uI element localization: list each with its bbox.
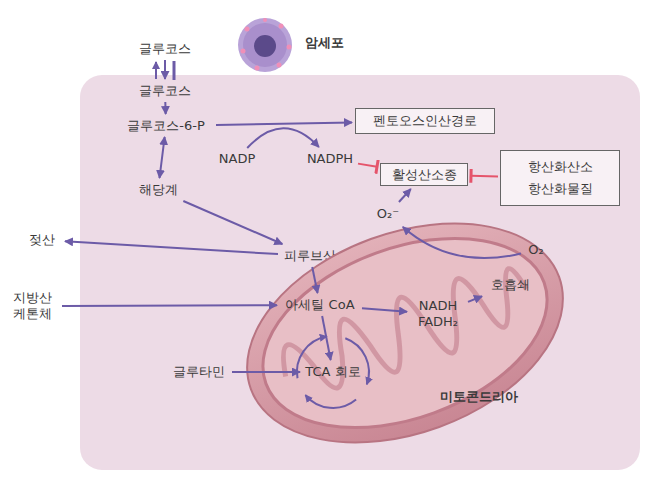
process-box: 펜토오스인산경로 xyxy=(355,108,495,134)
node-text: 해당계 xyxy=(139,182,178,198)
node-text: 항산화물질 xyxy=(528,178,593,200)
node-text: 펜토오스인산경로 xyxy=(373,113,477,129)
metabolite-label: NADP xyxy=(215,150,259,168)
cell-icon-shape xyxy=(237,17,293,73)
node-text: NADH xyxy=(419,298,457,314)
metabolite-label: 글루코스 xyxy=(136,40,194,58)
flow-arrow xyxy=(247,128,319,148)
inhibition-line xyxy=(358,164,377,167)
flow-arrow xyxy=(183,201,282,244)
inhibition-line xyxy=(471,175,498,178)
metabolite-label: 아세틸 CoA xyxy=(280,296,360,314)
flow-arrow xyxy=(164,60,166,79)
metabolite-label: O₂⁻ xyxy=(374,204,402,224)
node-text: 글루코스-6-P xyxy=(127,118,205,134)
process-box: 항산화산소항산화물질 xyxy=(500,150,620,206)
metabolite-label: 글루코스-6-P xyxy=(118,117,214,135)
flow-arrow xyxy=(65,241,278,254)
flow-arrow xyxy=(62,304,277,307)
node-text: 항산화산소 xyxy=(528,156,593,178)
metabolite-label: NADPH xyxy=(304,150,356,168)
node-text: 젖산 xyxy=(29,232,55,248)
metabolite-label: 글루타민 xyxy=(168,363,230,381)
node-text: O₂⁻ xyxy=(377,206,399,222)
node-text: FADH₂ xyxy=(418,314,458,330)
node-text: 호흡쇄 xyxy=(491,277,530,293)
node-text: 활성산소종 xyxy=(392,167,457,183)
flow-arrow xyxy=(399,189,411,202)
metabolite-label: 글루코스 xyxy=(136,82,194,100)
flow-arrow xyxy=(216,122,352,125)
metabolite-label: 젖산 xyxy=(22,231,62,249)
metabolite-label: NADHFADH₂ xyxy=(410,296,466,332)
node-text: 케톤체 xyxy=(13,306,52,322)
transporter-bar xyxy=(173,61,176,80)
node-text: 지방산 xyxy=(13,290,52,306)
mitochondrion: 미토콘드리아 O₂ 호흡쇄아세틸 CoA NADHFADH₂ TCA 회로 xyxy=(238,205,573,453)
cancer-cell-icon: 암세포 xyxy=(237,17,293,73)
node-text: 글루타민 xyxy=(173,364,225,380)
metabolite-label: O₂ xyxy=(523,241,549,259)
node-text: 글루코스 xyxy=(139,83,191,99)
node-text: 미토콘드리아 xyxy=(440,389,518,405)
node-text: TCA 회로 xyxy=(305,364,360,380)
metabolite-label: TCA 회로 xyxy=(303,363,363,381)
node-text: 글루코스 xyxy=(139,41,191,57)
metabolite-label: 해당계 xyxy=(130,181,186,199)
node-text: NADPH xyxy=(307,151,353,167)
node-text: 암세포 xyxy=(305,35,344,51)
transporter-arrow xyxy=(155,62,157,79)
node-text: 아세틸 CoA xyxy=(285,297,354,313)
metabolite-label: 지방산케톤체 xyxy=(4,286,60,326)
node-text: NADP xyxy=(219,151,255,167)
node-text: O₂ xyxy=(528,242,543,258)
flow-arrow xyxy=(160,137,165,178)
process-box: 활성산소종 xyxy=(380,163,468,186)
metabolite-label: 호흡쇄 xyxy=(485,276,535,294)
mitochondrion-shape xyxy=(238,205,573,453)
flow-arrow xyxy=(164,102,166,114)
